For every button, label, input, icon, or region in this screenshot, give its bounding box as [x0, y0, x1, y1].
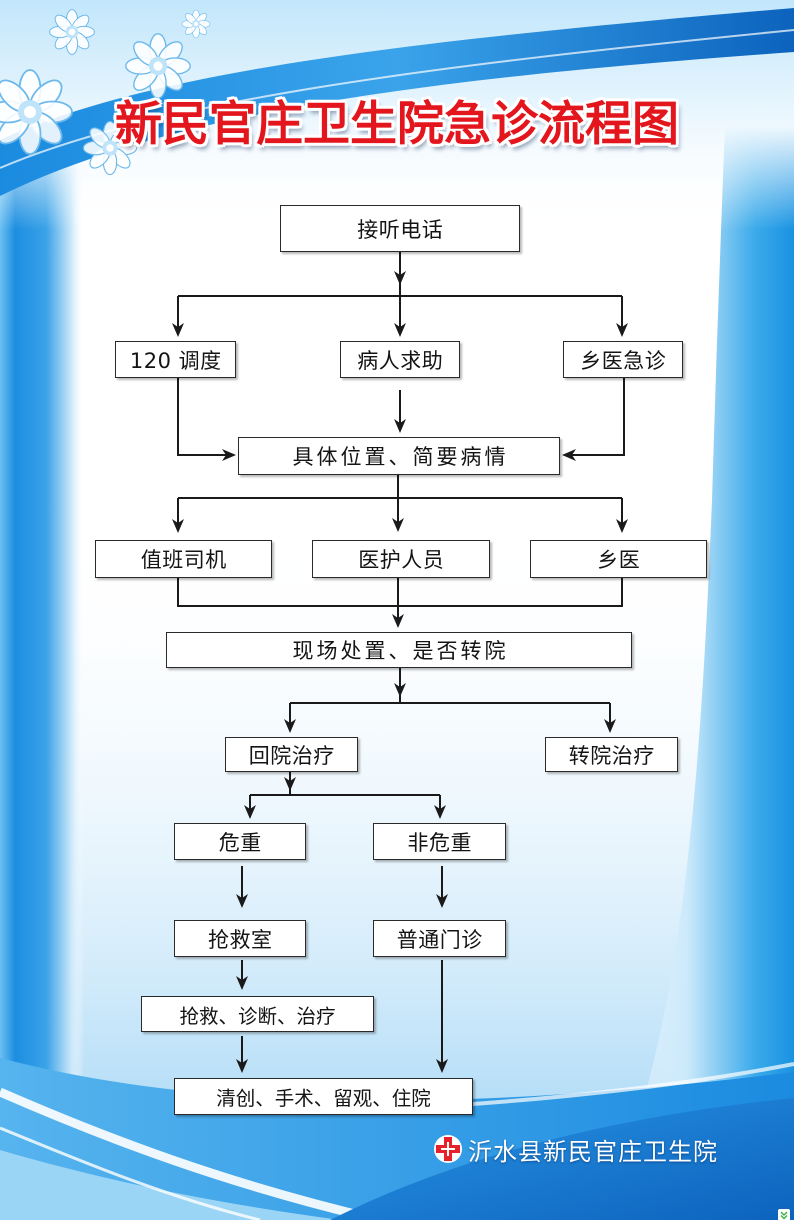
node-answer-call: 接听电话 [280, 205, 520, 252]
node-resuscitation-room: 抢救室 [174, 920, 306, 957]
node-non-critical: 非危重 [373, 823, 506, 860]
node-rescue-diagnose-treat: 抢救、诊断、治疗 [141, 996, 374, 1032]
node-location-condition: 具体位置、简要病情 [238, 437, 560, 475]
arrow-dispatch-to-location [177, 378, 236, 461]
poster-title: 新民官庄卫生院急诊流程图 [115, 97, 679, 152]
top-wave [0, 8, 794, 196]
green-chevron-icon [778, 1206, 790, 1220]
node-village-doctor: 乡医 [530, 540, 707, 578]
node-general-outpatient: 普通门诊 [373, 920, 506, 957]
node-village-doctor-emergency: 乡医急诊 [563, 341, 683, 378]
bottom-wave-stripe [0, 1087, 382, 1220]
node-duty-driver: 值班司机 [95, 540, 272, 578]
bottom-wave-stripe-thin [0, 1126, 261, 1220]
node-transfer-hospital: 转院治疗 [545, 737, 678, 772]
node-final-care: 清创、手术、留观、住院 [174, 1078, 473, 1115]
merge-line-responders [177, 578, 623, 607]
red-cross-icon [433, 1134, 463, 1164]
node-patient-help: 病人求助 [340, 341, 460, 378]
node-dispatch-120: 120 调度 [115, 341, 236, 378]
footer-organization-name: 沂水县新民官庄卫生院 [468, 1137, 718, 1166]
top-wave-highlight [0, 29, 794, 169]
right-blue-band [600, 0, 794, 1220]
bottom-wave-deep [330, 1098, 794, 1220]
bottom-wave-light [0, 1150, 340, 1220]
arrow-village-to-location [562, 378, 625, 461]
node-medical-staff: 医护人员 [312, 540, 490, 578]
node-return-to-hospital: 回院治疗 [225, 737, 358, 772]
footer: 沂水县新民官庄卫生院 [433, 1132, 718, 1166]
node-onsite-transfer-decision: 现场处置、是否转院 [166, 632, 632, 668]
node-critical: 危重 [174, 823, 306, 860]
